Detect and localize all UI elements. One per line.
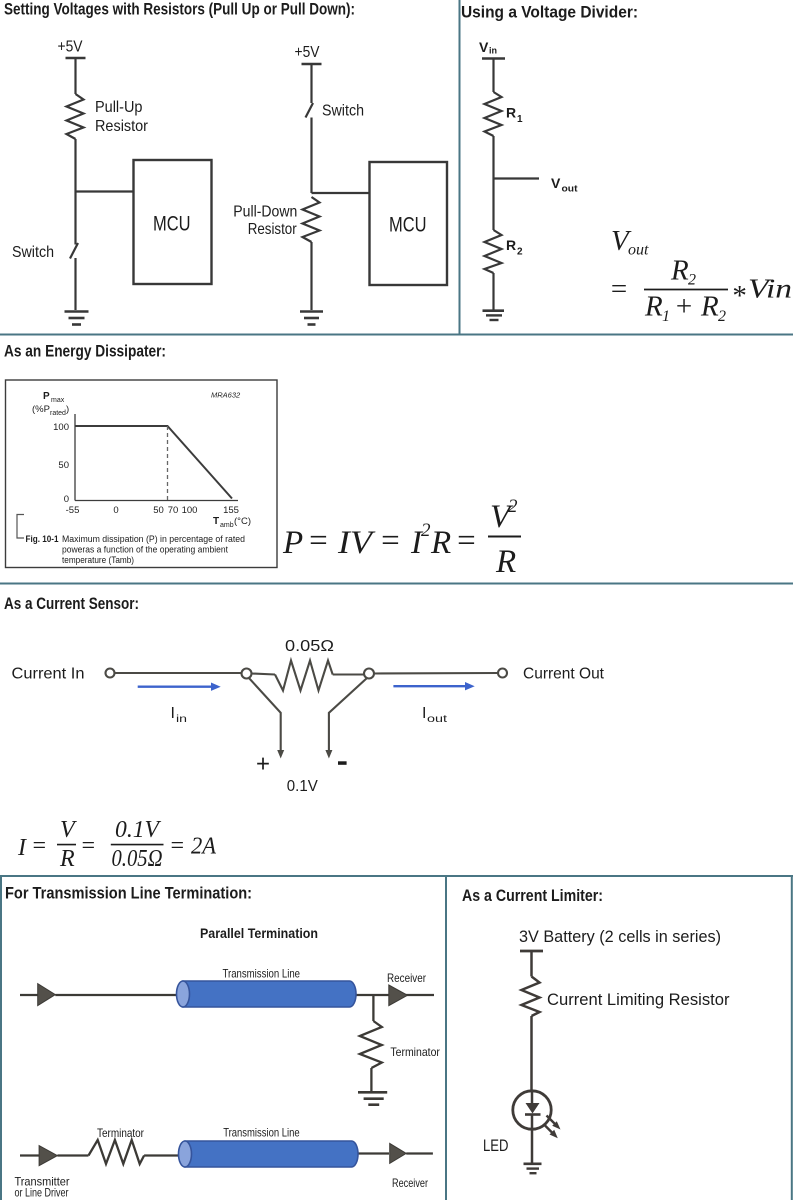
- svg-text:(°C): (°C): [234, 516, 251, 527]
- svg-text:Vin: Vin: [748, 274, 792, 304]
- svg-text:=: =: [307, 523, 329, 559]
- svg-text:For Transmission Line Terminat: For Transmission Line Termination:: [5, 884, 252, 903]
- svg-text:Current Limiting Resistor: Current Limiting Resistor: [547, 991, 730, 1009]
- svg-text:0: 0: [113, 505, 118, 516]
- svg-text:V: V: [490, 499, 514, 535]
- svg-text:): ): [66, 404, 69, 415]
- svg-text:Terminator: Terminator: [97, 1126, 144, 1140]
- svg-text:Switch: Switch: [12, 244, 54, 261]
- svg-text:out: out: [628, 242, 649, 259]
- svg-text:R: R: [59, 846, 75, 872]
- svg-text:R: R: [495, 544, 516, 580]
- svg-text:Current Out: Current Out: [523, 666, 605, 683]
- svg-text:+5V: +5V: [58, 39, 83, 56]
- svg-text:P: P: [282, 525, 303, 561]
- svg-text:out: out: [427, 713, 447, 725]
- svg-text:Setting Voltages with Resistor: Setting Voltages with Resistors (Pull Up…: [4, 0, 355, 19]
- svg-text:out: out: [562, 184, 578, 194]
- svg-text:Current In: Current In: [12, 666, 85, 683]
- svg-text:70: 70: [168, 505, 179, 516]
- svg-text:+: +: [256, 751, 270, 778]
- svg-text:Switch: Switch: [322, 103, 364, 120]
- svg-text:Fig. 10-1: Fig. 10-1: [26, 534, 59, 544]
- svg-text:=: =: [31, 833, 47, 859]
- svg-text:3V Battery (2 cells in series): 3V Battery (2 cells in series): [519, 928, 721, 946]
- svg-text:Transmission Line: Transmission Line: [223, 967, 301, 981]
- svg-text:1: 1: [517, 114, 523, 125]
- svg-text:P: P: [43, 391, 50, 402]
- svg-text:Parallel Termination: Parallel Termination: [200, 925, 318, 941]
- svg-text:155: 155: [223, 505, 239, 516]
- svg-text:MCU: MCU: [389, 214, 427, 237]
- svg-text:in: in: [176, 713, 187, 725]
- svg-text:2A: 2A: [191, 834, 216, 860]
- svg-text:MRA632: MRA632: [211, 391, 241, 400]
- svg-text:2: 2: [421, 520, 431, 541]
- svg-text:2: 2: [688, 272, 696, 289]
- svg-text:+: +: [674, 291, 694, 323]
- svg-text:R: R: [644, 291, 663, 323]
- svg-text:R: R: [506, 237, 516, 253]
- svg-text:rated: rated: [50, 410, 66, 417]
- svg-text:Maximum dissipation (P) in per: Maximum dissipation (P) in percentage of…: [62, 534, 245, 544]
- svg-text:I: I: [171, 705, 175, 722]
- svg-text:=: =: [455, 523, 477, 559]
- svg-text:-55: -55: [66, 505, 80, 516]
- svg-text:Receiver: Receiver: [387, 971, 426, 985]
- svg-text:Receiver: Receiver: [392, 1176, 428, 1190]
- svg-text:0: 0: [64, 494, 69, 505]
- svg-text:V: V: [551, 175, 561, 191]
- svg-text:Pull-Up: Pull-Up: [95, 99, 143, 116]
- svg-text:+5V: +5V: [295, 44, 320, 61]
- svg-text:I: I: [17, 835, 27, 861]
- svg-text:=: =: [169, 833, 185, 859]
- svg-text:R: R: [506, 105, 516, 121]
- svg-text:2: 2: [508, 496, 518, 517]
- svg-text:max: max: [51, 397, 65, 404]
- svg-text:poweras a function of the oper: poweras a function of the operating ambi…: [62, 545, 228, 555]
- svg-text:Transmitter: Transmitter: [15, 1175, 70, 1189]
- svg-text:Transmission Line: Transmission Line: [223, 1126, 300, 1140]
- svg-text:V: V: [479, 39, 489, 55]
- svg-text:or Line Driver: or Line Driver: [15, 1186, 69, 1200]
- svg-text:MCU: MCU: [153, 213, 191, 236]
- svg-text:R: R: [430, 525, 451, 561]
- svg-text:0.1V: 0.1V: [115, 817, 161, 843]
- svg-text:Using a Voltage Divider:: Using a Voltage Divider:: [461, 3, 638, 22]
- svg-text:As a Current Limiter:: As a Current Limiter:: [462, 886, 603, 905]
- svg-text:V: V: [611, 225, 632, 257]
- svg-text:0.05Ω: 0.05Ω: [112, 846, 163, 872]
- svg-text:50: 50: [58, 460, 69, 471]
- svg-text:*: *: [731, 280, 746, 312]
- svg-text:V: V: [60, 817, 77, 843]
- svg-text:LED: LED: [483, 1137, 509, 1155]
- svg-text:1: 1: [662, 308, 670, 325]
- svg-text:(%P: (%P: [32, 404, 50, 415]
- svg-text:in: in: [489, 46, 497, 56]
- svg-text:50: 50: [153, 505, 164, 516]
- svg-text:Resistor: Resistor: [95, 118, 149, 135]
- svg-text:As a Current Sensor:: As a Current Sensor:: [4, 594, 139, 613]
- svg-text:I: I: [410, 525, 424, 561]
- svg-text:100: 100: [53, 422, 69, 433]
- svg-text:100: 100: [182, 505, 198, 516]
- svg-text:Terminator: Terminator: [390, 1045, 440, 1059]
- svg-text:I: I: [422, 705, 426, 722]
- svg-text:Resistor: Resistor: [248, 221, 298, 238]
- svg-text:2: 2: [517, 247, 523, 258]
- svg-text:R: R: [670, 255, 689, 287]
- svg-text:2: 2: [718, 308, 726, 325]
- svg-text:R: R: [700, 291, 719, 323]
- svg-text:0.05Ω: 0.05Ω: [285, 638, 334, 655]
- svg-text:T: T: [213, 516, 219, 527]
- svg-text:amb: amb: [220, 522, 234, 529]
- svg-text:temperature (Tamb): temperature (Tamb): [62, 555, 134, 565]
- svg-text:=: =: [609, 273, 629, 305]
- svg-text:=: =: [80, 833, 96, 859]
- svg-text:Pull-Down: Pull-Down: [233, 204, 297, 221]
- svg-text:As an Energy Dissipater:: As an Energy Dissipater:: [4, 342, 166, 361]
- svg-text:0.1V: 0.1V: [287, 778, 318, 795]
- svg-text:=: =: [379, 523, 401, 559]
- svg-text:IV: IV: [337, 525, 376, 561]
